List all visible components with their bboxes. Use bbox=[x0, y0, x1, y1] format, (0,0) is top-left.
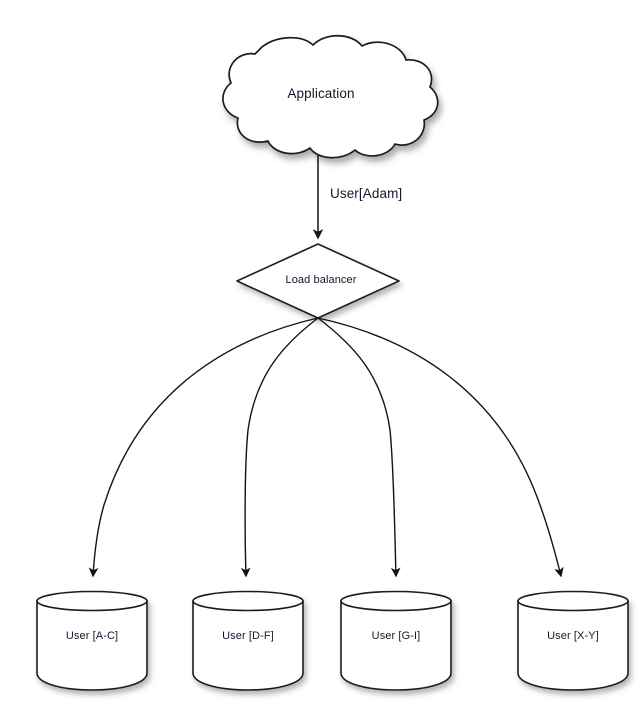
database-user-x-y[interactable] bbox=[517, 590, 629, 691]
database-user-g-i[interactable] bbox=[340, 590, 452, 691]
application-cloud[interactable] bbox=[222, 34, 439, 159]
load-balancer-diamond[interactable] bbox=[236, 243, 400, 319]
database-user-d-f[interactable] bbox=[192, 590, 304, 691]
edge-load-balancer-to-database-user-x-y bbox=[317, 317, 564, 578]
edge-load-balancer-to-database-user-d-f bbox=[240, 317, 319, 578]
edge-load-balancer-to-database-user-g-i bbox=[317, 317, 401, 578]
database-user-a-c[interactable] bbox=[36, 590, 148, 691]
edge-load-balancer-to-database-user-a-c bbox=[88, 317, 319, 578]
